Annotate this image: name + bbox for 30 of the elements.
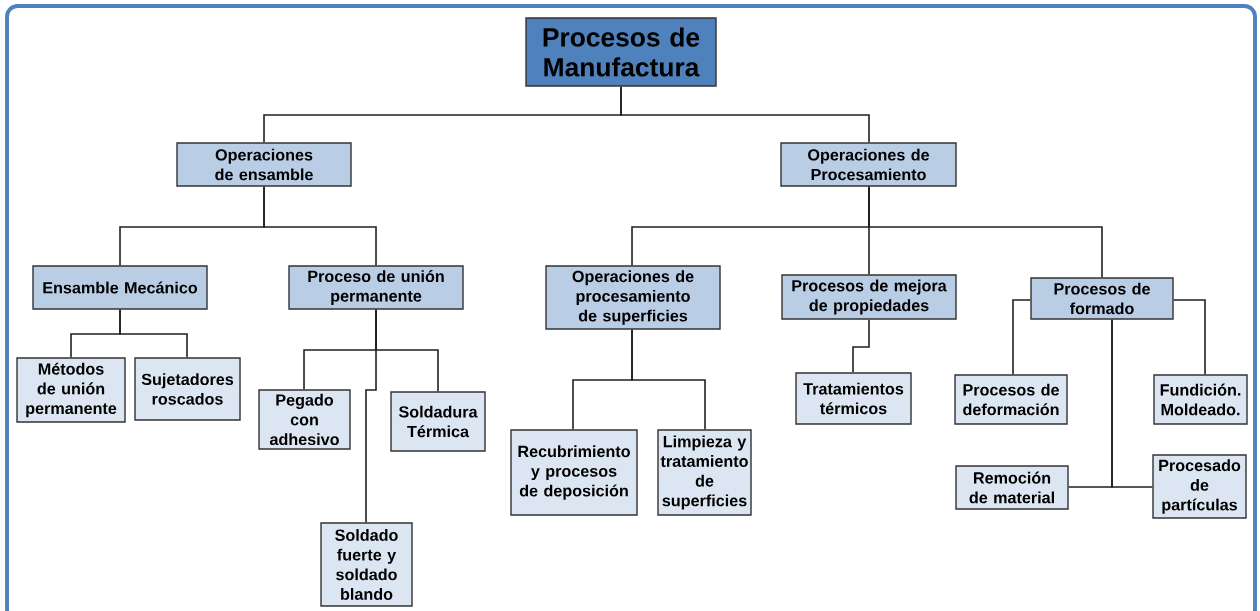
- connector: [1172, 299, 1206, 376]
- connector: [365, 308, 377, 524]
- connector: [1111, 318, 1154, 488]
- process-box: Soldado fuerte y soldado blando: [320, 522, 413, 607]
- process-box: Procesado de partículas: [1152, 454, 1247, 519]
- process-box: Métodos de unión permanente: [16, 357, 126, 423]
- connector: [620, 85, 870, 144]
- process-box: Pegado con adhesivo: [258, 389, 351, 450]
- title-box: Procesos de Manufactura: [525, 17, 717, 87]
- process-box: Limpieza y tratamiento de superficies: [657, 429, 752, 516]
- process-box: Fundición. Moldeado.: [1153, 374, 1248, 425]
- process-box: Procesos de mejora de propiedades: [781, 274, 957, 320]
- process-box: Sujetadores roscados: [134, 357, 241, 421]
- process-box: Ensamble Mecánico: [32, 265, 208, 310]
- process-box: Tratamientos térmicos: [795, 372, 912, 425]
- process-box: Soldadura Térmica: [390, 391, 486, 452]
- process-box: Remoción de material: [955, 465, 1069, 510]
- connector: [1012, 299, 1032, 376]
- connector: [119, 308, 188, 359]
- process-box: Recubrimiento y procesos de deposición: [510, 429, 638, 516]
- process-box: Operaciones de procesamiento de superficies: [545, 265, 721, 330]
- process-box: Operaciones de Procesamiento: [780, 142, 957, 187]
- connector: [631, 328, 706, 431]
- process-box: Procesos de deformación: [954, 374, 1068, 425]
- connector: [868, 185, 1103, 279]
- process-box: Proceso de unión permanente: [288, 265, 464, 310]
- connector: [263, 185, 377, 267]
- connector: [852, 318, 870, 374]
- process-box: Operaciones de ensamble: [176, 142, 352, 187]
- process-box: Procesos de formado: [1030, 277, 1174, 320]
